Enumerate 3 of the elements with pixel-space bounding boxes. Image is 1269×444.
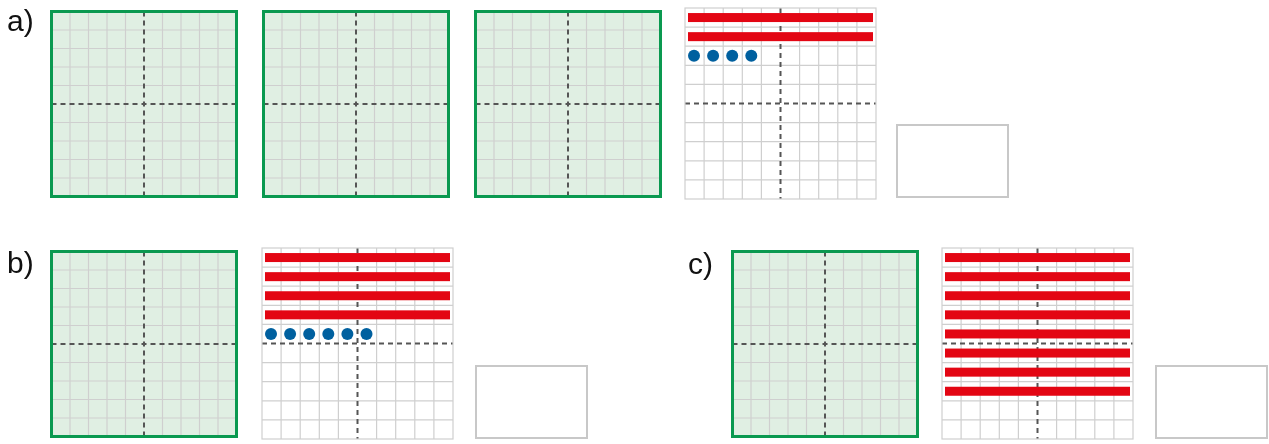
- task-label: c): [688, 249, 713, 279]
- task-label: b): [7, 248, 34, 278]
- task-label: a): [7, 6, 34, 36]
